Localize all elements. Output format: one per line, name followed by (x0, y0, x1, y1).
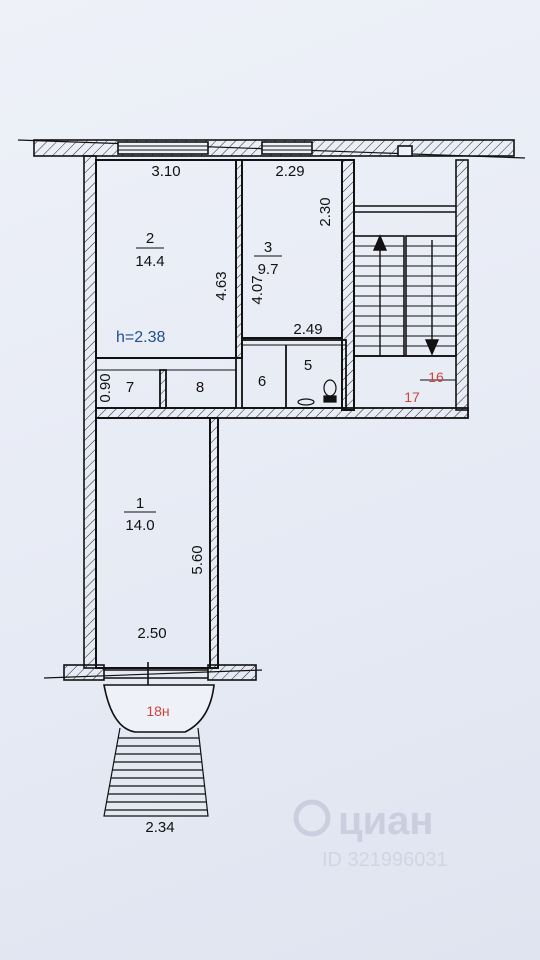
ceiling-height-label: h=2.38 (116, 329, 165, 346)
dim-room3-upper: 2.30 (317, 197, 334, 226)
left-wall (83, 155, 97, 669)
room-2-number: 2 (146, 230, 154, 247)
entrance-steps (103, 727, 209, 817)
dim-room2-depth: 4.63 (213, 271, 230, 300)
room-3-area: 9.7 (258, 261, 279, 278)
marker-17: 17 (404, 389, 420, 405)
dim-steps-width: 2.34 (145, 819, 174, 836)
marker-16: 16 (428, 369, 444, 385)
stair-steps (354, 245, 456, 347)
dim-room3-depth: 4.07 (249, 275, 266, 304)
stair-arrows (372, 234, 440, 356)
watermark-id: ID 321996031 (322, 849, 448, 871)
stair-core (353, 159, 469, 411)
dim-corridor: 0.90 (97, 373, 114, 402)
room-1-area: 14.0 (125, 517, 154, 534)
dim-room2-width: 3.10 (151, 163, 180, 180)
room-3-number: 3 (264, 239, 272, 256)
bottom-wall (43, 662, 263, 692)
toilet-icon (297, 379, 337, 406)
dim-room1-width: 2.50 (137, 625, 166, 642)
dim-room3-bottom: 2.49 (293, 321, 322, 338)
marker-18: 18н (146, 703, 169, 719)
room-5-label: 5 (304, 357, 312, 374)
top-wall (17, 139, 526, 159)
room-1-number: 1 (136, 495, 144, 512)
room-8-label: 8 (196, 379, 204, 396)
watermark: циан ID 321996031 (293, 799, 448, 871)
dim-room1-depth: 5.60 (189, 545, 206, 574)
entrance-porch (103, 684, 215, 733)
watermark-brand: циан (338, 799, 434, 843)
room-6-label: 6 (258, 373, 266, 390)
dim-room3-width: 2.29 (275, 163, 304, 180)
room-2-area: 14.4 (135, 253, 164, 270)
small-rooms (95, 339, 469, 419)
room-7-label: 7 (126, 379, 134, 396)
